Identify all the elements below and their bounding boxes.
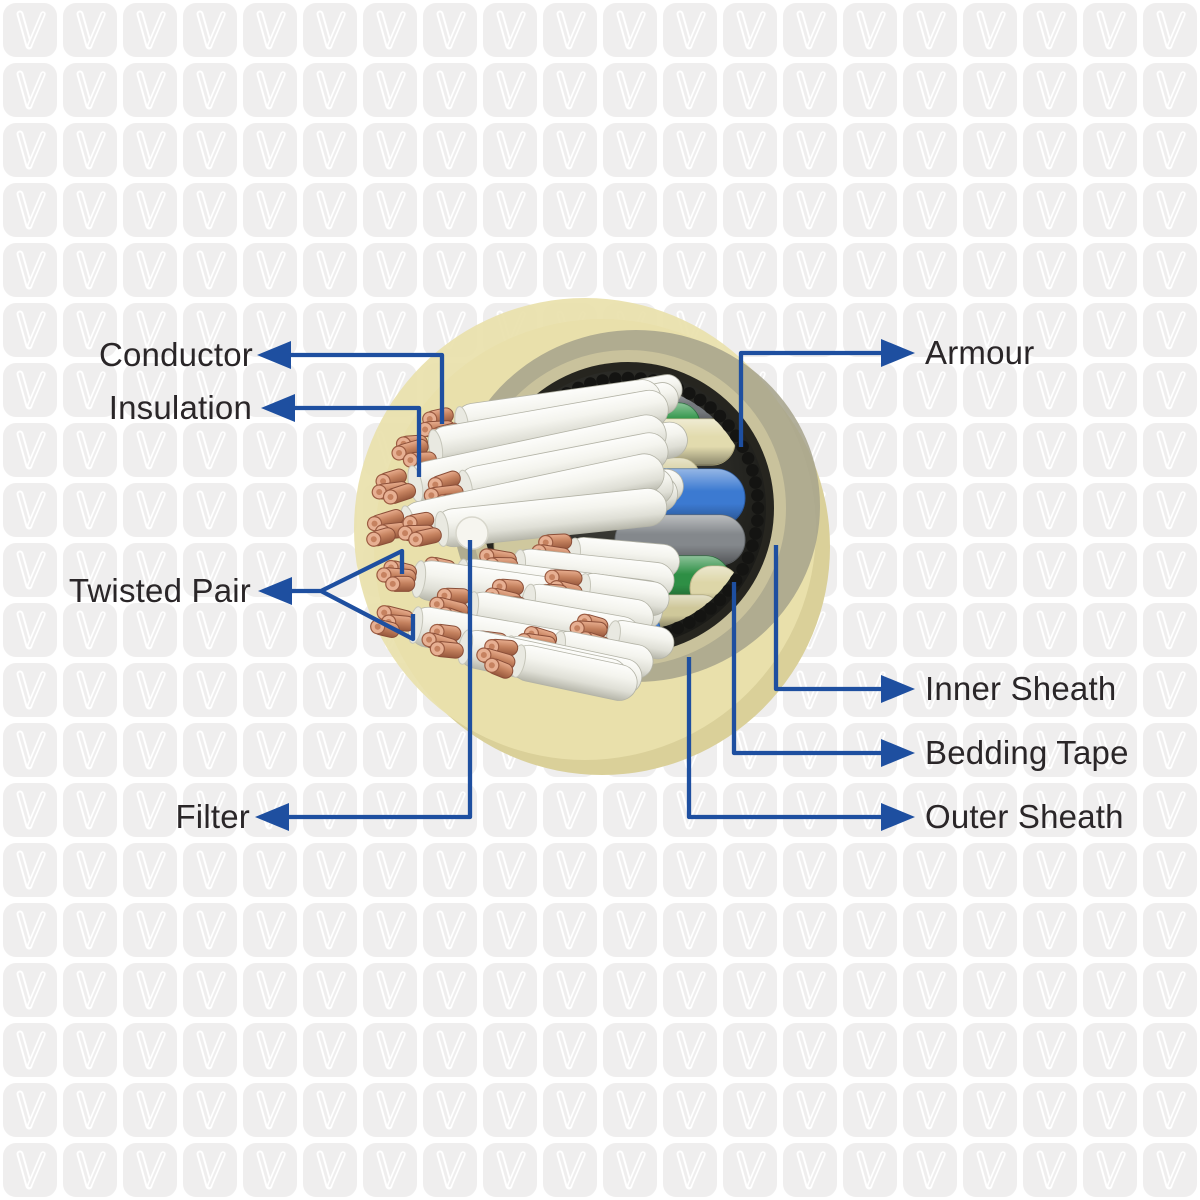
label-filter: Filter bbox=[175, 798, 250, 835]
label-insulation: Insulation bbox=[108, 389, 252, 426]
armour-bead bbox=[596, 374, 609, 387]
label-bedding-tape: Bedding Tape bbox=[925, 734, 1129, 771]
armour-bead bbox=[704, 401, 717, 414]
arrow-right-icon-inner-sheath bbox=[881, 675, 915, 703]
armour-bead bbox=[749, 527, 762, 540]
armour-bead bbox=[713, 409, 727, 423]
twisted-pair-wire bbox=[397, 487, 668, 548]
armour-bead bbox=[693, 393, 707, 407]
copper-strand bbox=[484, 657, 514, 679]
arrow-left-icon-filter bbox=[255, 803, 289, 831]
armour-bead bbox=[751, 514, 764, 527]
armour-bead bbox=[746, 539, 759, 552]
copper-strand bbox=[408, 527, 442, 547]
armour-bead bbox=[741, 452, 755, 465]
leader-conductor bbox=[291, 352, 445, 424]
armour-bead bbox=[751, 501, 765, 515]
leader-inner-sheath bbox=[773, 545, 881, 692]
armour-bead bbox=[749, 476, 762, 489]
armour-bead bbox=[683, 387, 696, 400]
armour-bead bbox=[736, 563, 749, 576]
leader-filter bbox=[288, 540, 473, 820]
arrow-left-icon-insulation bbox=[261, 394, 295, 422]
copper-strand bbox=[382, 483, 417, 505]
armour-bead bbox=[751, 489, 764, 502]
copper-strand bbox=[366, 527, 396, 547]
leader-outer-sheath bbox=[686, 657, 881, 820]
armour-bead bbox=[704, 602, 717, 615]
copper-strand bbox=[385, 575, 416, 592]
copper-strand bbox=[429, 641, 464, 659]
label-armour: Armour bbox=[925, 334, 1035, 371]
armour-bead bbox=[609, 372, 622, 385]
armour-bead bbox=[671, 621, 684, 635]
label-outer-sheath: Outer Sheath bbox=[925, 798, 1124, 835]
label-twisted-pair: Twisted Pair bbox=[68, 572, 251, 609]
armour-bead bbox=[722, 419, 735, 432]
arrow-right-icon-armour bbox=[881, 339, 915, 367]
armour-bead bbox=[683, 616, 696, 629]
leader-insulation bbox=[294, 405, 422, 477]
copper-strand bbox=[370, 619, 400, 639]
label-conductor: Conductor bbox=[98, 336, 253, 373]
leader-twisted-pair bbox=[292, 548, 416, 642]
leader-lines bbox=[255, 339, 915, 831]
armour-bead bbox=[693, 609, 707, 623]
arrow-right-icon-bedding-tape bbox=[881, 739, 915, 767]
armour-bead bbox=[741, 551, 755, 564]
arrow-left-icon-twisted-pair bbox=[258, 577, 292, 605]
leader-bedding-tape bbox=[731, 582, 881, 756]
leader-armour bbox=[738, 350, 881, 447]
arrow-left-icon-conductor bbox=[257, 341, 291, 369]
arrow-right-icon-outer-sheath bbox=[881, 803, 915, 831]
label-inner-sheath: Inner Sheath bbox=[925, 670, 1117, 707]
armour-bead bbox=[713, 593, 727, 607]
twisted-pair-wire bbox=[476, 638, 638, 701]
armour-bead bbox=[746, 464, 759, 477]
armour-bead bbox=[722, 584, 735, 597]
